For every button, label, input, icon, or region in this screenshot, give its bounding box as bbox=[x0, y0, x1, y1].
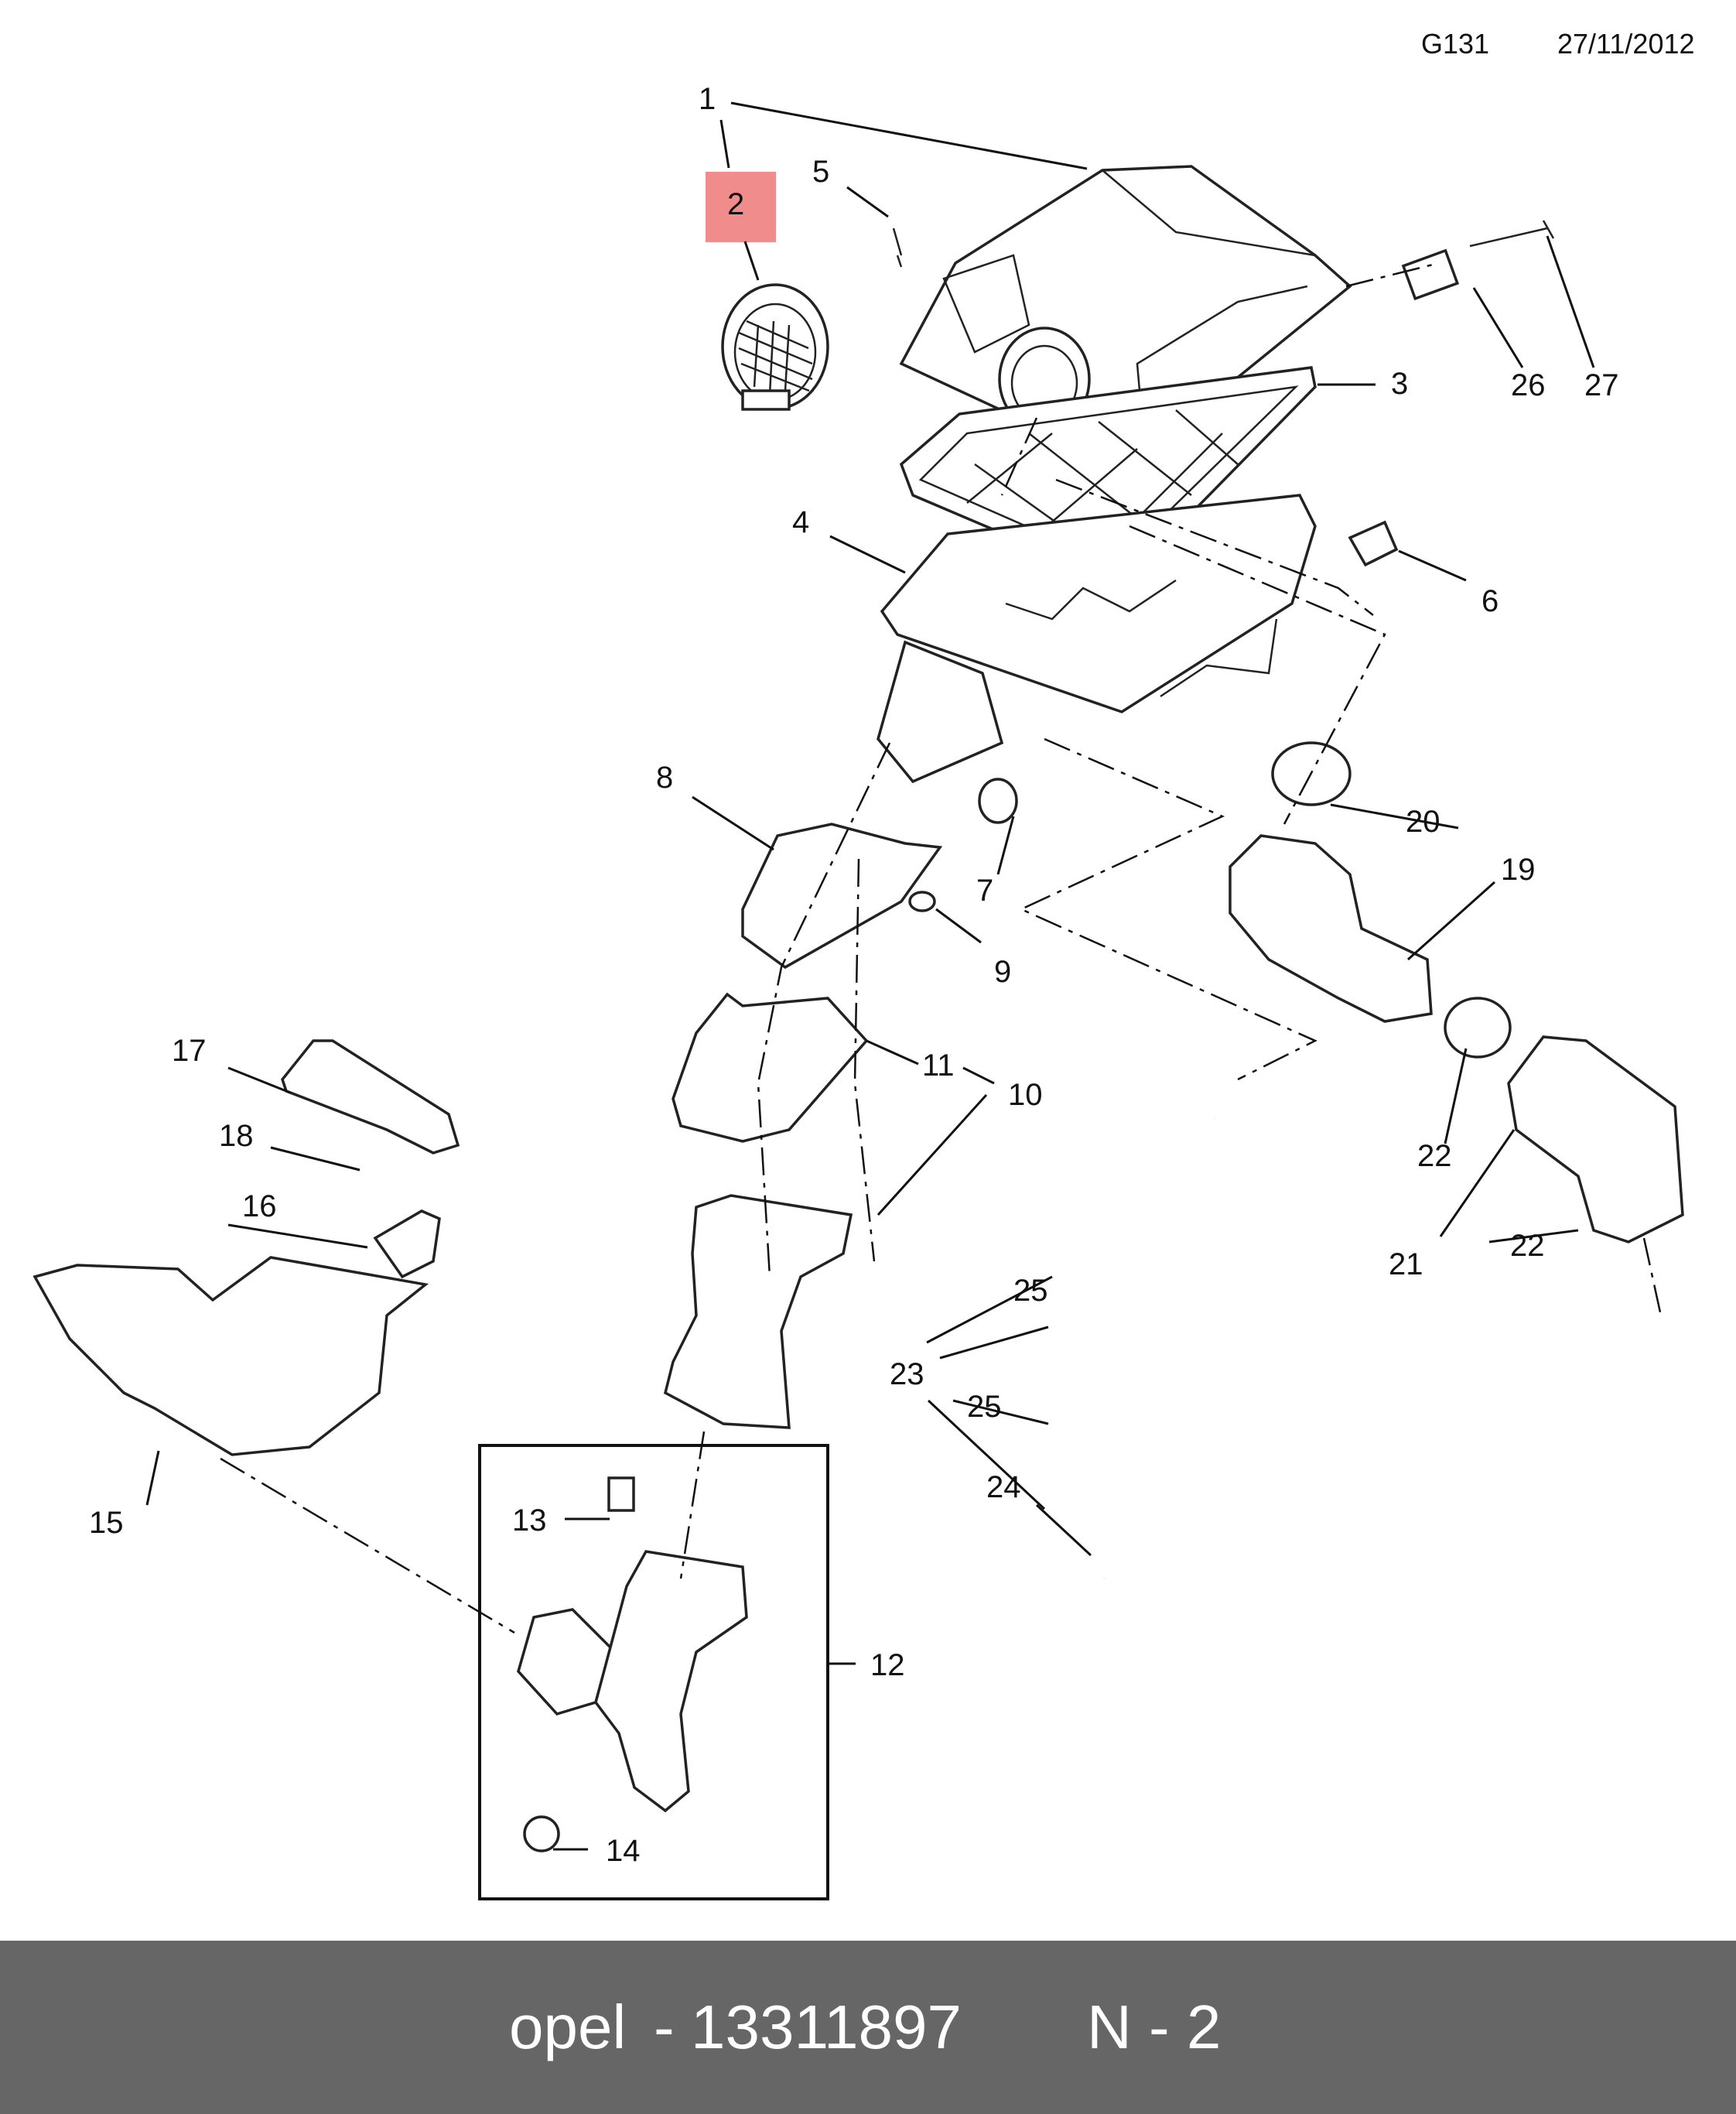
callout-8: 8 bbox=[656, 761, 674, 795]
callout-13: 13 bbox=[512, 1503, 547, 1538]
callout-25-upper: 25 bbox=[1013, 1274, 1048, 1308]
callout-19: 19 bbox=[1501, 853, 1536, 887]
callout-3: 3 bbox=[1391, 367, 1409, 401]
part-screw-5 bbox=[892, 227, 903, 268]
callout-leaders bbox=[145, 101, 1595, 1851]
footer-bar: opel - 13311897 N - 2 bbox=[0, 1941, 1736, 2114]
callout-14: 14 bbox=[606, 1834, 641, 1868]
part-clip-9 bbox=[908, 891, 936, 912]
part-air-cleaner-housing bbox=[877, 494, 1317, 784]
callout-17: 17 bbox=[172, 1034, 207, 1068]
diagram-drawing bbox=[32, 101, 1684, 1852]
callout-11: 11 bbox=[922, 1048, 955, 1083]
callout-12: 12 bbox=[870, 1648, 905, 1682]
part-bracket-17 bbox=[281, 1039, 460, 1154]
part-mass-air-flow-sensor bbox=[721, 283, 829, 411]
part-sensor-26 bbox=[1401, 248, 1460, 301]
callout-15: 15 bbox=[89, 1506, 124, 1540]
highlighted-callout-box bbox=[706, 172, 776, 242]
footer-part-number: 13311897 bbox=[691, 1993, 962, 2061]
callout-9: 9 bbox=[994, 955, 1012, 989]
part-assembly-12 bbox=[517, 1476, 748, 1852]
callout-27: 27 bbox=[1584, 368, 1619, 402]
callout-16: 16 bbox=[242, 1189, 277, 1223]
part-resonator-duct bbox=[663, 1194, 853, 1429]
part-intake-hose-19 bbox=[1229, 834, 1433, 1023]
part-intake-15 bbox=[32, 1256, 429, 1456]
callout-22-lower: 22 bbox=[1510, 1229, 1545, 1263]
alignment-lines bbox=[220, 262, 1663, 1634]
assembly-12-inset-frame bbox=[478, 1444, 829, 1900]
diagram-code: G131 bbox=[1421, 28, 1490, 60]
callout-25-lower: 25 bbox=[967, 1390, 1002, 1424]
callout-22-upper: 22 bbox=[1417, 1139, 1452, 1173]
callout-18: 18 bbox=[219, 1119, 254, 1153]
footer-separator: - bbox=[654, 1993, 675, 2061]
callout-7: 7 bbox=[976, 874, 994, 908]
footer-position: N - 2 bbox=[1087, 1993, 1222, 2061]
diagram-date: 27/11/2012 bbox=[1557, 28, 1695, 60]
callout-2: 2 bbox=[727, 187, 745, 221]
callout-26: 26 bbox=[1511, 368, 1546, 402]
part-grommet-6 bbox=[1348, 520, 1399, 567]
part-bracket-16 bbox=[373, 1209, 441, 1279]
callout-5: 5 bbox=[812, 155, 830, 189]
part-grommet-7 bbox=[978, 778, 1018, 824]
part-screw-27 bbox=[1469, 220, 1555, 248]
part-seal-10 bbox=[672, 992, 869, 1143]
callout-20: 20 bbox=[1406, 805, 1440, 839]
part-clamp-22 bbox=[1444, 997, 1512, 1059]
part-hose-21 bbox=[1507, 1035, 1684, 1243]
callout-23: 23 bbox=[890, 1357, 924, 1391]
callout-4: 4 bbox=[792, 505, 810, 539]
part-intake-duct-8 bbox=[741, 823, 943, 970]
callout-21: 21 bbox=[1389, 1247, 1423, 1281]
callout-6: 6 bbox=[1481, 584, 1499, 618]
callout-10: 10 bbox=[1008, 1078, 1043, 1112]
footer-brand: opel bbox=[509, 1993, 627, 2061]
callout-1: 1 bbox=[699, 82, 716, 116]
callout-24: 24 bbox=[986, 1470, 1021, 1504]
